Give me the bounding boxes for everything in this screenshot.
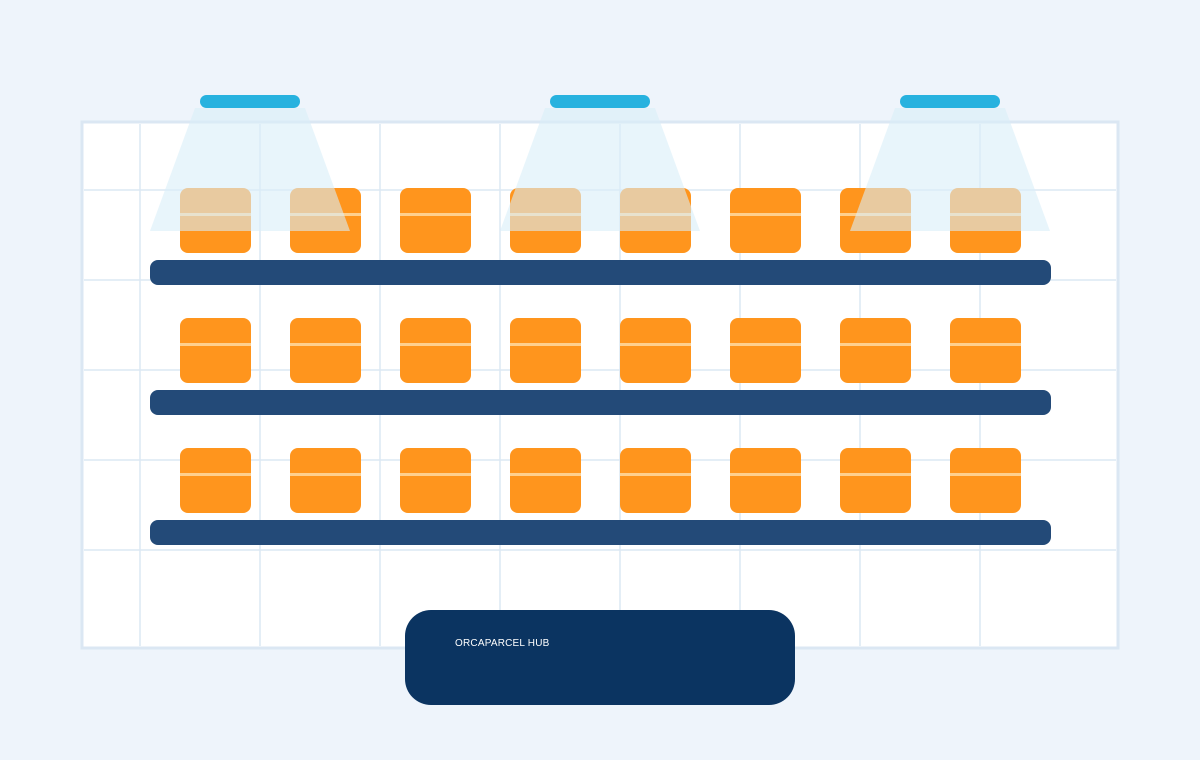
parcel-tape	[290, 473, 361, 476]
ceiling-light	[850, 95, 1050, 231]
parcel-tape	[950, 473, 1021, 476]
parcel-box-icon	[950, 318, 1021, 383]
hub-sign-panel	[405, 610, 795, 705]
parcel-box-icon	[290, 448, 361, 513]
parcel-tape	[510, 473, 581, 476]
ceiling-light	[150, 95, 350, 231]
parcel-tape	[400, 473, 471, 476]
parcel-box-icon	[180, 318, 251, 383]
parcel-tape	[620, 343, 691, 346]
parcel-tape	[730, 473, 801, 476]
parcel-box-icon	[620, 448, 691, 513]
parcel-box-icon	[400, 318, 471, 383]
parcel-box-icon	[620, 318, 691, 383]
parcel-box-icon	[510, 318, 581, 383]
parcel-box-icon	[840, 318, 911, 383]
parcel-tape	[620, 473, 691, 476]
parcel-tape	[840, 343, 911, 346]
parcel-box-icon	[950, 448, 1021, 513]
shelf-bar	[150, 390, 1051, 415]
ceiling-light-icon	[900, 95, 1000, 108]
ceiling-light	[500, 95, 700, 231]
light-beam	[500, 108, 700, 231]
parcel-tape	[290, 343, 361, 346]
parcel-tape	[400, 343, 471, 346]
parcel-box-icon	[400, 188, 471, 253]
shelf-row	[150, 448, 1051, 545]
light-beam	[850, 108, 1050, 231]
parcel-box-icon	[840, 448, 911, 513]
parcel-box-icon	[730, 188, 801, 253]
light-beam	[150, 108, 350, 231]
hub-label: ORCAPARCEL HUB	[455, 638, 550, 649]
parcel-tape	[730, 213, 801, 216]
parcel-tape	[400, 213, 471, 216]
parcel-tape	[950, 343, 1021, 346]
parcel-box-icon	[510, 448, 581, 513]
parcel-box-icon	[400, 448, 471, 513]
parcel-tape	[180, 473, 251, 476]
ceiling-light-icon	[550, 95, 650, 108]
hub-sign	[405, 610, 795, 705]
parcel-box-icon	[180, 448, 251, 513]
parcel-tape	[180, 343, 251, 346]
parcel-tape	[510, 343, 581, 346]
ceiling-lights	[150, 95, 1050, 231]
shelf-bar	[150, 520, 1051, 545]
shelf-row	[150, 318, 1051, 415]
parcel-tape	[840, 473, 911, 476]
parcel-tape	[730, 343, 801, 346]
ceiling-light-icon	[200, 95, 300, 108]
parcel-box-icon	[290, 318, 361, 383]
parcel-box-icon	[730, 448, 801, 513]
parcel-box-icon	[730, 318, 801, 383]
shelf-bar	[150, 260, 1051, 285]
